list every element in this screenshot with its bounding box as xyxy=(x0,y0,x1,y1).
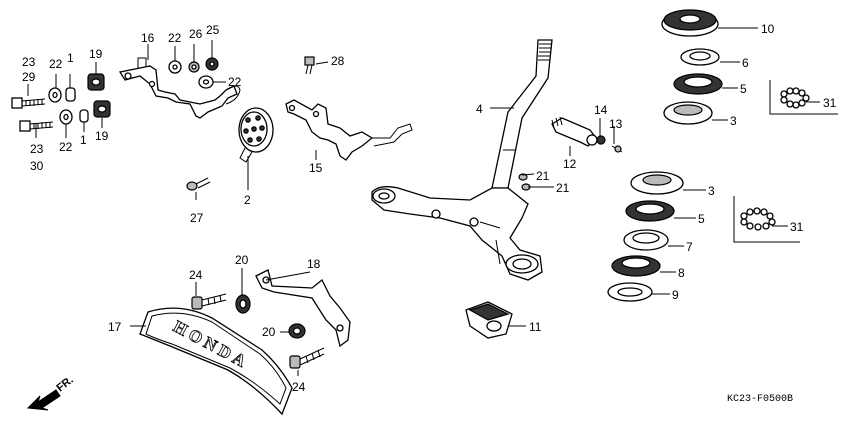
collar-1-lower-part xyxy=(79,109,89,123)
callout-16: 16 xyxy=(141,31,155,45)
callout-22: 22 xyxy=(228,75,242,89)
callout-8: 8 xyxy=(678,266,685,280)
steel-ball-race-5-lower-part xyxy=(625,200,675,222)
bolt-23-30-part xyxy=(19,120,54,132)
callout-12: 12 xyxy=(563,157,577,171)
callout-25: 25 xyxy=(206,23,220,37)
washer-22-right-part xyxy=(198,75,214,89)
callout-4: 4 xyxy=(476,102,483,116)
callout-1: 1 xyxy=(80,133,87,147)
callout-21: 21 xyxy=(556,181,570,195)
horn-2-part xyxy=(238,107,274,163)
cone-race-3-lower-part xyxy=(630,171,684,195)
callout-15: 15 xyxy=(309,161,323,175)
leader-lines xyxy=(27,27,820,376)
callout-22: 22 xyxy=(168,31,182,45)
callout-20: 20 xyxy=(235,253,249,267)
callout-22: 22 xyxy=(59,140,73,154)
locknut-10-part xyxy=(661,9,719,37)
callout-3: 3 xyxy=(708,184,715,198)
callout-11: 11 xyxy=(529,320,542,334)
callout-6: 6 xyxy=(742,56,749,70)
callout-14: 14 xyxy=(594,103,608,117)
callout-10: 10 xyxy=(761,22,775,36)
steering-stem-4-part xyxy=(371,39,553,281)
callout-17: 17 xyxy=(108,320,122,334)
washer-22-upper-part xyxy=(48,87,62,103)
callout-3: 3 xyxy=(730,114,737,128)
screw-27-part xyxy=(186,177,211,191)
callout-26: 26 xyxy=(189,27,203,41)
nut-25-part xyxy=(205,57,219,71)
bolt-28-part xyxy=(304,56,315,75)
callout-31: 31 xyxy=(823,96,837,110)
washer-14-part xyxy=(596,135,606,145)
callout-13: 13 xyxy=(609,117,623,131)
screw-13-part xyxy=(611,145,623,153)
grommet-20-lower-part xyxy=(288,323,306,339)
callout-21: 21 xyxy=(536,169,550,183)
callout-22: 22 xyxy=(49,57,63,71)
washer-9-part xyxy=(607,282,653,302)
rubber-19-upper-part xyxy=(87,73,105,91)
rubber-19-lower-part xyxy=(93,100,111,118)
callout-20: 20 xyxy=(262,325,276,339)
callout-19: 19 xyxy=(89,47,103,61)
washer-22-lower-part xyxy=(59,109,73,125)
horn-bracket-16-part xyxy=(118,57,241,119)
bolt-24-upper-part xyxy=(191,293,227,310)
callout-labels: 23 29 22 1 19 22 1 19 23 30 16 22 26 25 … xyxy=(22,22,837,394)
dust-seal-8-part xyxy=(611,255,661,277)
collar-1-upper-part xyxy=(65,87,76,102)
steel-balls-31-upper-box xyxy=(769,80,838,115)
callout-1: 1 xyxy=(67,51,74,65)
callout-9: 9 xyxy=(672,288,679,302)
screw-21-upper-part xyxy=(518,173,528,181)
callout-31: 31 xyxy=(790,220,804,234)
nut-26-part xyxy=(188,61,200,73)
callout-24: 24 xyxy=(189,268,203,282)
callout-18: 18 xyxy=(307,257,321,271)
steel-balls-31-lower-box xyxy=(733,196,800,243)
washer-22-top-part xyxy=(168,60,182,74)
callout-24: 24 xyxy=(292,380,306,394)
callout-30: 30 xyxy=(30,159,44,173)
callout-7: 7 xyxy=(686,240,693,254)
diagram-code: KC23-F0500B xyxy=(727,394,793,405)
grommet-20-upper-part xyxy=(235,294,251,314)
callout-27: 27 xyxy=(190,211,204,225)
callout-29: 29 xyxy=(22,70,36,84)
cone-race-3-upper-part xyxy=(663,101,713,125)
steering-lock-12-part xyxy=(551,116,598,147)
bracket-15-part xyxy=(285,99,413,161)
dust-seal-6-part xyxy=(680,48,720,66)
steel-ball-race-5-upper-part xyxy=(673,73,723,95)
callout-23: 23 xyxy=(22,55,36,69)
cone-race-7-part xyxy=(623,229,669,251)
callout-2: 2 xyxy=(244,193,251,207)
cable-guide-11-part xyxy=(465,301,513,339)
callout-5: 5 xyxy=(740,82,747,96)
callout-23: 23 xyxy=(30,142,44,156)
bolt-23-29-part xyxy=(11,97,46,109)
emblem-bracket-18-part xyxy=(255,269,351,348)
callout-5: 5 xyxy=(698,212,705,226)
direction-label: FR. xyxy=(54,374,75,394)
front-direction-arrow-icon: FR. xyxy=(26,374,76,411)
callout-19: 19 xyxy=(95,129,109,143)
bolt-24-lower-part xyxy=(289,347,325,369)
callout-28: 28 xyxy=(331,54,345,68)
